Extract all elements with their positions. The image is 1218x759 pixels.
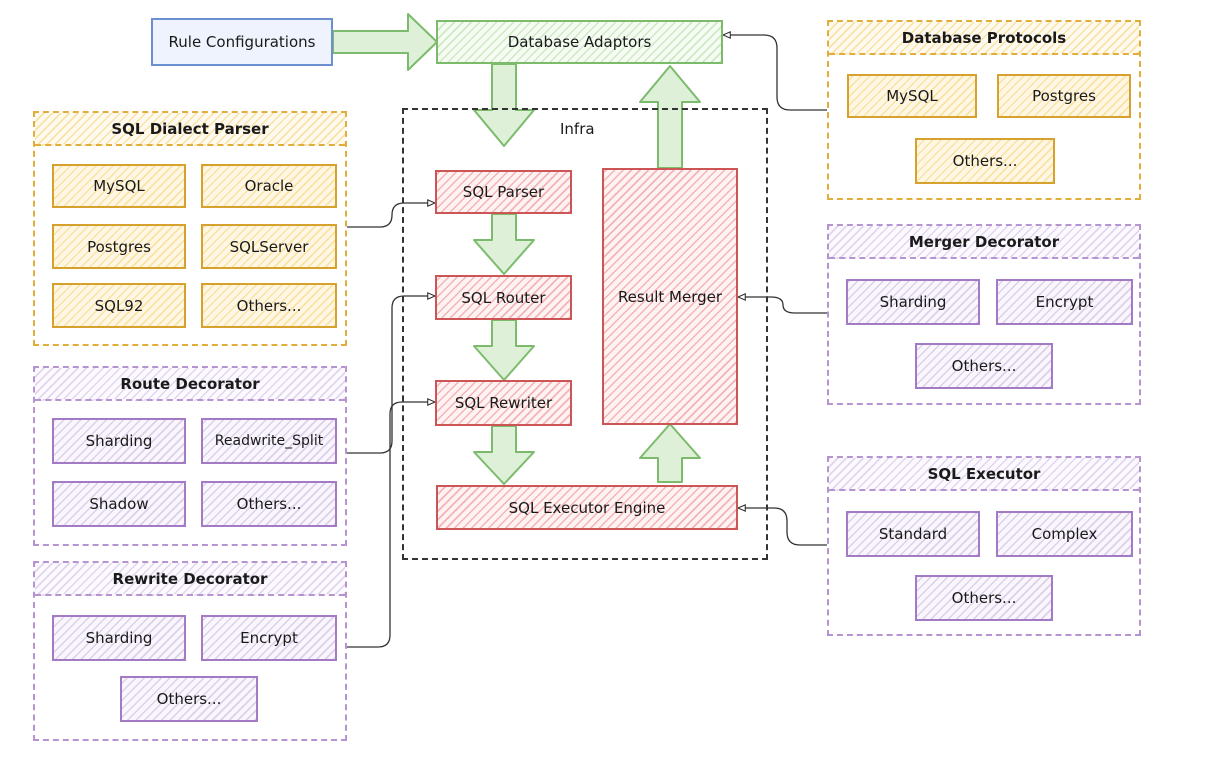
rewrite-item-label: Sharding: [85, 629, 153, 647]
route-item: Others...: [201, 481, 337, 527]
infra-label: Infra: [560, 120, 595, 138]
rule-configurations-label: Rule Configurations: [168, 33, 316, 51]
route-item: Sharding: [52, 418, 186, 464]
rewrite-item: Others...: [120, 676, 258, 722]
big-arrow-parser-to-router: [473, 213, 535, 275]
executor-item-label: Complex: [1031, 525, 1098, 543]
connector-executor-to-engine: [738, 508, 827, 546]
big-arrow-rewriter-to-engine: [473, 425, 535, 485]
sql-executor-engine-box: SQL Executor Engine: [436, 485, 738, 530]
merger-decorator-title: Merger Decorator: [829, 226, 1139, 259]
sql-executor-title: SQL Executor: [829, 458, 1139, 491]
dialect-item-label: Oracle: [244, 177, 294, 195]
dialect-item-label: SQLServer: [229, 237, 309, 256]
protocol-item: MySQL: [847, 74, 977, 118]
executor-item: Standard: [846, 511, 980, 557]
big-arrow-router-to-rewriter: [473, 319, 535, 381]
dialect-item: MySQL: [52, 164, 186, 208]
connector-rewrite-to-rewriter: [347, 402, 435, 648]
executor-item: Complex: [996, 511, 1133, 557]
result-merger-box: Result Merger: [602, 168, 738, 425]
sql-router-label: SQL Router: [461, 288, 546, 307]
connector-dialect-to-parser: [347, 203, 435, 228]
protocol-item-label: Others...: [952, 152, 1018, 170]
infra-container: [402, 108, 768, 560]
big-arrow-rule-to-adaptors: [332, 13, 438, 71]
route-item-label: Readwrite_Split: [214, 433, 324, 449]
database-protocols-title: Database Protocols: [829, 22, 1139, 55]
route-item-label: Others...: [236, 495, 302, 513]
sql-dialect-parser-title: SQL Dialect Parser: [35, 113, 345, 146]
sql-parser-box: SQL Parser: [435, 170, 572, 214]
dialect-item-label: Postgres: [87, 237, 151, 256]
dialect-item: Others...: [201, 283, 337, 328]
rewrite-item: Sharding: [52, 615, 186, 661]
route-item-label: Shadow: [89, 495, 149, 513]
executor-item-label: Others...: [951, 589, 1017, 607]
route-item-label: Sharding: [85, 432, 153, 450]
merger-item: Sharding: [846, 279, 980, 325]
sql-executor-group: SQL Executor: [827, 456, 1141, 636]
protocol-item-label: Postgres: [1032, 87, 1096, 105]
merger-item-label: Others...: [951, 357, 1017, 375]
big-arrow-adaptors-to-parser: [473, 63, 535, 147]
executor-item-label: Standard: [878, 525, 948, 543]
dialect-item: Oracle: [201, 164, 337, 208]
protocol-item: Others...: [915, 138, 1055, 184]
route-decorator-title: Route Decorator: [35, 368, 345, 401]
database-adaptors-label: Database Adaptors: [507, 33, 652, 51]
sql-router-box: SQL Router: [435, 275, 572, 320]
dialect-item-label: SQL92: [94, 296, 144, 315]
sql-executor-engine-label: SQL Executor Engine: [508, 498, 666, 517]
connector-protocols-to-adaptors: [723, 35, 827, 111]
big-arrow-engine-to-merger: [639, 423, 701, 483]
big-arrow-merger-to-adaptors: [639, 65, 701, 169]
merger-item: Encrypt: [996, 279, 1133, 325]
rewrite-decorator-title: Rewrite Decorator: [35, 563, 345, 596]
connector-merger-decorator-to-merger: [738, 297, 827, 314]
merger-item-label: Encrypt: [1035, 293, 1094, 311]
database-adaptors-box: Database Adaptors: [436, 20, 723, 64]
connector-route-to-router: [347, 296, 435, 454]
executor-item: Others...: [915, 575, 1053, 621]
merger-item: Others...: [915, 343, 1053, 389]
dialect-item: Postgres: [52, 224, 186, 269]
dialect-item-label: Others...: [236, 296, 302, 315]
sql-parser-label: SQL Parser: [462, 183, 545, 201]
merger-item-label: Sharding: [879, 293, 947, 311]
route-item: Readwrite_Split: [201, 418, 337, 464]
protocol-item-label: MySQL: [886, 87, 938, 105]
sql-rewriter-box: SQL Rewriter: [435, 380, 572, 426]
dialect-item: SQLServer: [201, 224, 337, 269]
result-merger-label: Result Merger: [617, 287, 723, 306]
sql-rewriter-label: SQL Rewriter: [454, 394, 553, 412]
protocol-item: Postgres: [997, 74, 1131, 118]
rule-configurations-box: Rule Configurations: [151, 18, 333, 66]
rewrite-item: Encrypt: [201, 615, 337, 661]
dialect-item: SQL92: [52, 283, 186, 328]
route-item: Shadow: [52, 481, 186, 527]
rewrite-item-label: Encrypt: [240, 629, 298, 647]
rewrite-item-label: Others...: [156, 690, 222, 708]
dialect-item-label: MySQL: [93, 177, 145, 195]
